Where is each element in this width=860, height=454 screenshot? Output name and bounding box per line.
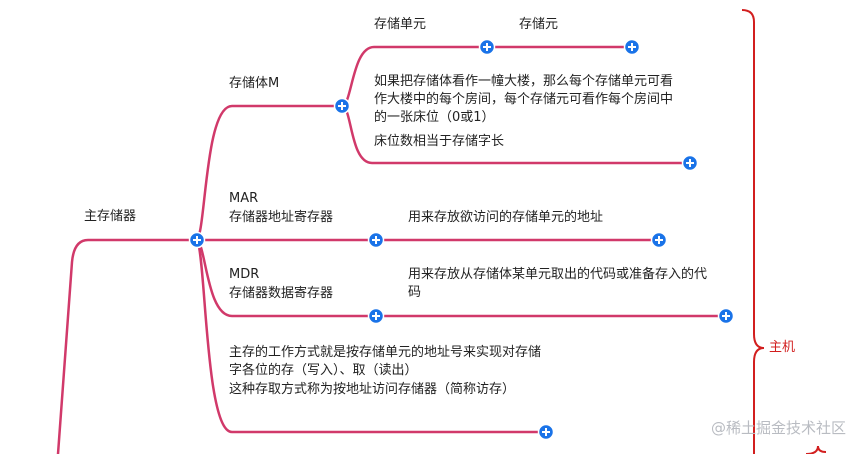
node-access-mode: 这种存取方式称为按地址访问存储器（简称访存）	[229, 382, 516, 397]
plus-icon-storage-unit[interactable]	[478, 38, 496, 56]
node-storage-unit[interactable]: 存储单元	[374, 17, 427, 32]
plus-icon-work-mode[interactable]	[537, 423, 555, 441]
node-mar[interactable]: MAR	[229, 191, 259, 206]
node-main-storage[interactable]: 主存储器	[84, 209, 137, 224]
node-mar-full: 存储器地址寄存器	[229, 210, 334, 225]
node-building-note[interactable]: 如果把存储体看作一幢大楼，那么每个存储单元可看作大楼中的每个房间，每个存储元可看…	[374, 74, 674, 125]
expand-buttons	[188, 38, 735, 441]
host-bracket	[741, 9, 827, 454]
root-branch-line	[56, 238, 198, 454]
node-storage-element[interactable]: 存储元	[519, 17, 559, 32]
node-work-mode[interactable]: 主存的工作方式就是按存储单元的地址号来实现对存储字各位的存（写入）、取（读出）	[229, 345, 542, 378]
plus-icon-storage-element[interactable]	[623, 38, 641, 56]
plus-icon-mdr[interactable]	[367, 307, 385, 325]
watermark: @稀土掘金技术社区	[710, 419, 846, 437]
branch-work-mode	[194, 238, 548, 434]
plus-icon-mar-desc[interactable]	[650, 231, 668, 249]
node-host[interactable]: 主机	[769, 340, 796, 355]
node-bed-note: 床位数相当于存储字长	[374, 134, 505, 149]
plus-icon-mar[interactable]	[367, 231, 385, 249]
node-mdr[interactable]: MDR	[229, 267, 260, 282]
node-mdr-full: 存储器数据寄存器	[229, 286, 334, 301]
plus-icon-storage-body[interactable]	[333, 97, 351, 115]
plus-icon-root[interactable]	[188, 231, 206, 249]
node-mar-desc[interactable]: 用来存放欲访问的存储单元的地址	[408, 210, 604, 225]
plus-icon-building-note[interactable]	[681, 154, 699, 172]
node-storage-body[interactable]: 存储体M	[229, 76, 280, 91]
node-mdr-desc[interactable]: 用来存放从存储体某单元取出的代码或准备存入的代码	[408, 267, 708, 300]
plus-icon-mdr-desc[interactable]	[717, 307, 735, 325]
branch-mdr	[194, 238, 378, 318]
